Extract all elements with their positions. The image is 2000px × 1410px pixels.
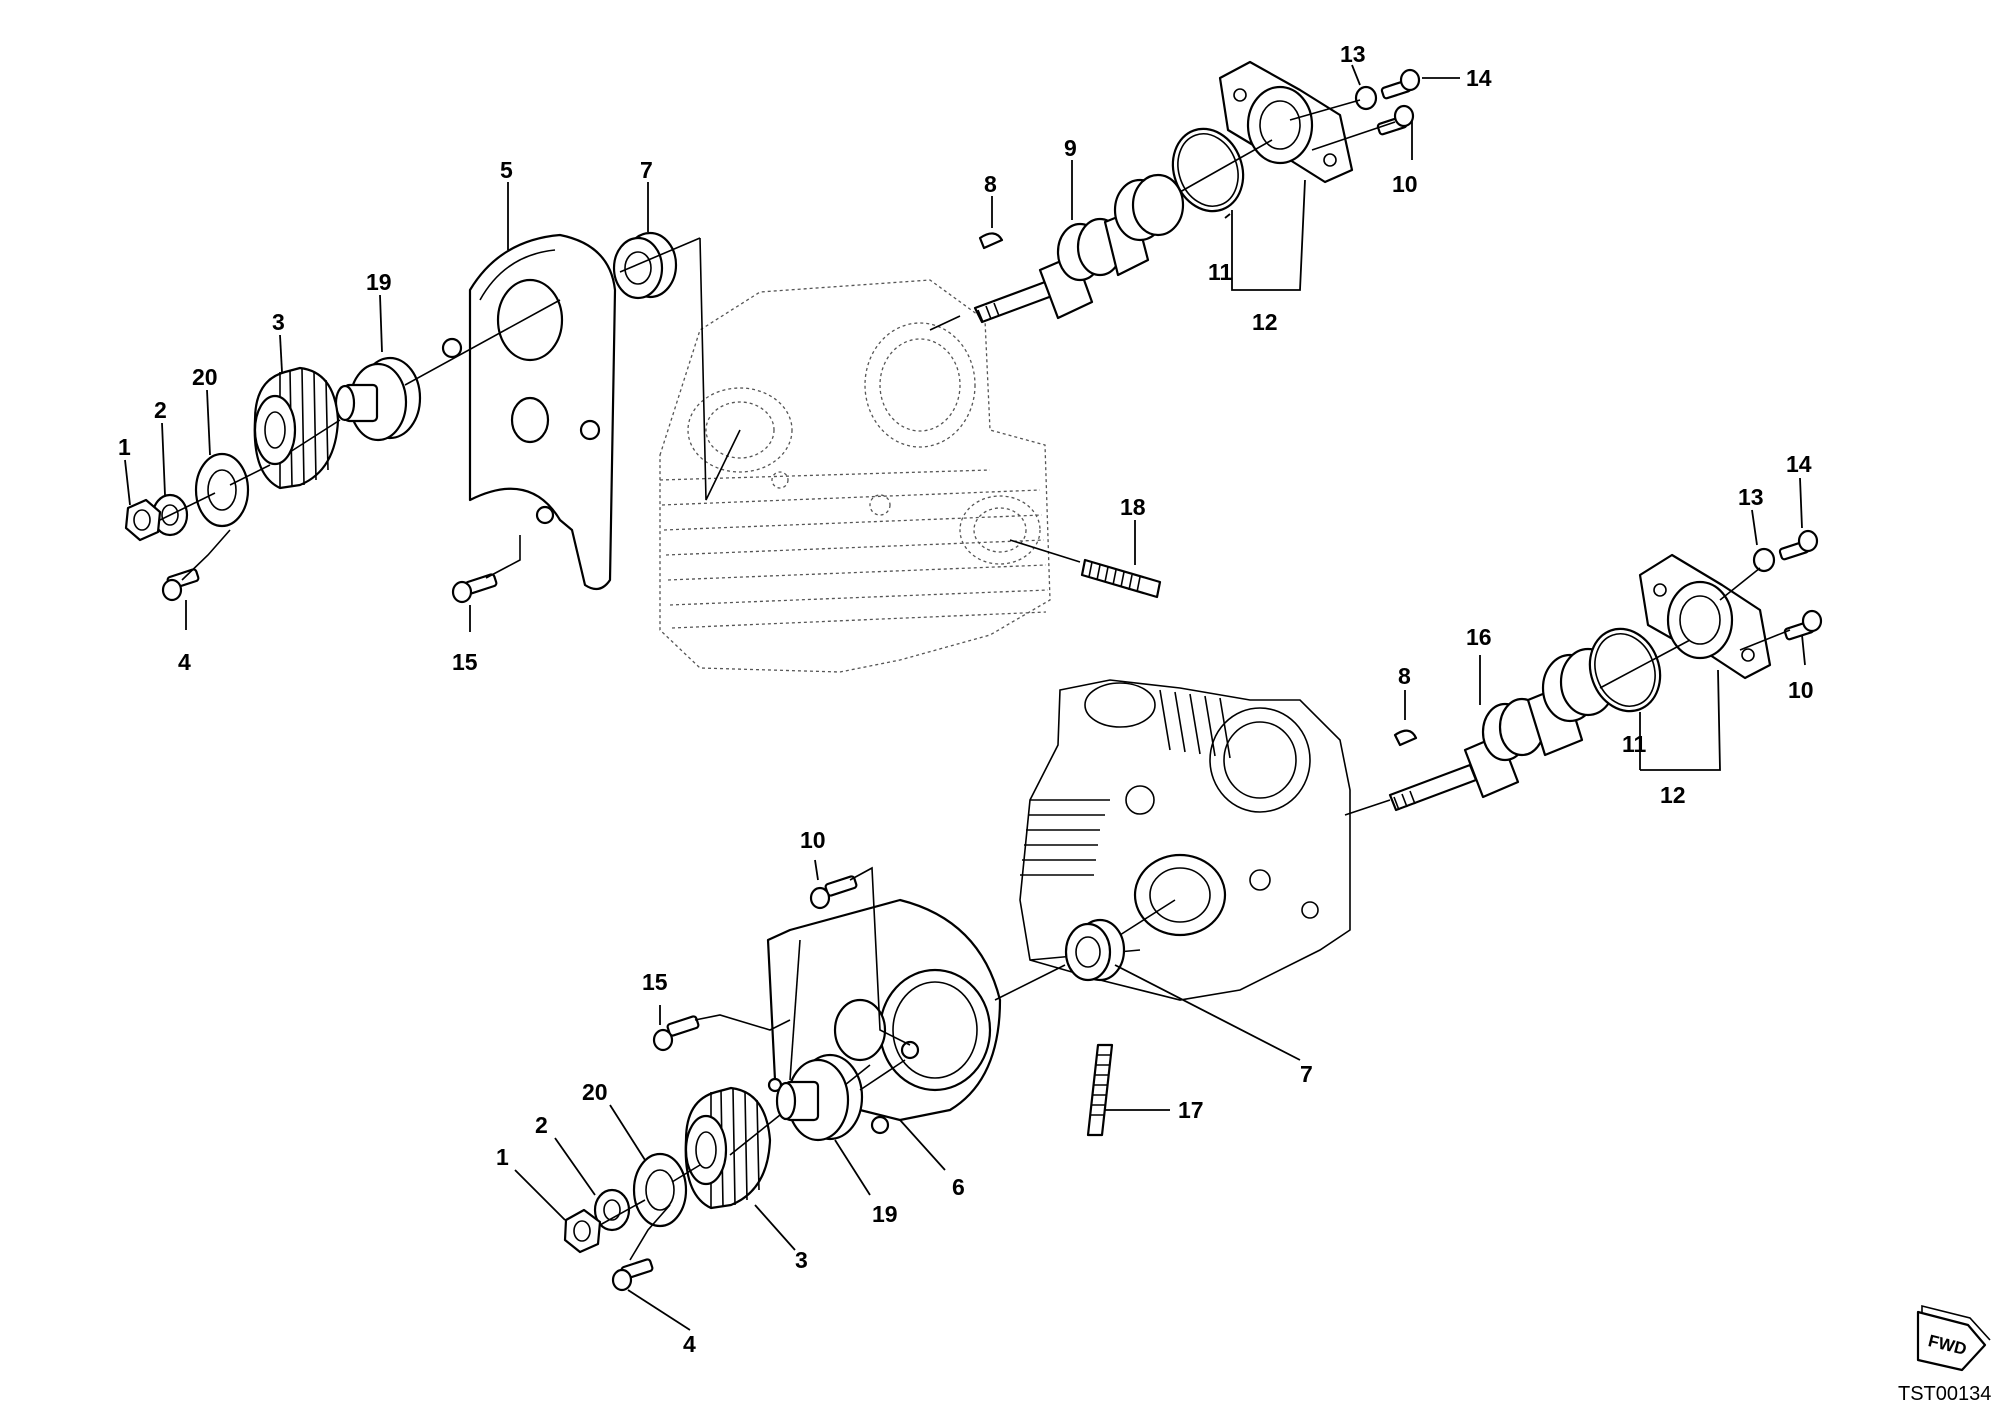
callout-upper-20: 20 bbox=[192, 364, 218, 390]
lower-nut bbox=[563, 1208, 602, 1254]
callout-lower-11: 11 bbox=[1622, 731, 1647, 757]
callout-lower-10: 10 bbox=[1788, 677, 1814, 703]
callout-upper-9: 9 bbox=[1064, 135, 1077, 161]
forward-direction-symbol: FWD bbox=[1916, 1304, 1991, 1372]
upper-camshaft bbox=[973, 173, 1185, 324]
upper-bolt-14 bbox=[1380, 68, 1421, 100]
callout-lower-1: 1 bbox=[496, 1144, 509, 1170]
upper-assembly bbox=[124, 60, 1421, 673]
lower-bolt-10 bbox=[1783, 609, 1823, 641]
callout-upper-11: 11 bbox=[1208, 259, 1233, 285]
lower-spring-washer bbox=[593, 1188, 631, 1232]
callout-lower-4: 4 bbox=[683, 1331, 696, 1357]
callout-lower-8: 8 bbox=[1398, 663, 1411, 689]
callout-lower-10-cover: 10 bbox=[800, 827, 826, 853]
callout-lower-6: 6 bbox=[952, 1174, 965, 1200]
callout-upper-10: 10 bbox=[1392, 171, 1418, 197]
callout-lower-15: 15 bbox=[642, 969, 668, 995]
callout-lower-16: 16 bbox=[1466, 624, 1492, 650]
upper-belt-cover bbox=[441, 233, 617, 591]
callout-upper-8: 8 bbox=[984, 171, 997, 197]
upper-bolt-4 bbox=[161, 568, 200, 602]
callout-upper-5: 5 bbox=[500, 157, 513, 183]
callout-upper-4: 4 bbox=[178, 649, 191, 675]
upper-washer bbox=[194, 452, 250, 528]
callout-lower-19: 19 bbox=[872, 1201, 898, 1227]
lower-cylinder-head bbox=[1019, 679, 1351, 1001]
callout-labels: 1 2 20 3 19 4 5 15 7 8 9 11 12 13 14 10 … bbox=[118, 41, 1814, 1357]
upper-washer-13 bbox=[1354, 85, 1378, 111]
callout-upper-2: 2 bbox=[154, 397, 167, 423]
lower-washer bbox=[632, 1152, 688, 1228]
upper-bolt-10 bbox=[1376, 104, 1415, 136]
upper-oil-seal bbox=[612, 231, 678, 300]
lower-stud-17 bbox=[1086, 1043, 1114, 1137]
lower-end-cover bbox=[1638, 553, 1772, 680]
callout-lower-3: 3 bbox=[795, 1247, 808, 1273]
upper-pulley-flange bbox=[334, 356, 422, 442]
lower-pulley-flange bbox=[775, 1053, 864, 1142]
lower-woodruff-key bbox=[1393, 729, 1418, 747]
callout-upper-15: 15 bbox=[452, 649, 478, 675]
callout-upper-7: 7 bbox=[640, 157, 653, 183]
callout-lower-2: 2 bbox=[535, 1112, 548, 1138]
lower-camshaft bbox=[1388, 647, 1617, 812]
lower-oil-seal bbox=[1064, 918, 1126, 982]
lower-bolt-15 bbox=[652, 1015, 700, 1052]
lower-bolt-4 bbox=[611, 1258, 654, 1292]
upper-stud-18 bbox=[1080, 558, 1162, 599]
callout-lower-13: 13 bbox=[1738, 484, 1764, 510]
callout-upper-18: 18 bbox=[1120, 494, 1146, 520]
upper-toothed-pulley bbox=[253, 366, 340, 490]
callout-upper-12: 12 bbox=[1252, 309, 1278, 335]
drawing-code: TST00134 bbox=[1898, 1383, 1991, 1405]
lower-assembly bbox=[563, 529, 1823, 1292]
upper-nut bbox=[124, 498, 162, 542]
lower-toothed-pulley bbox=[684, 1086, 772, 1210]
callout-lower-17: 17 bbox=[1178, 1097, 1204, 1123]
callout-upper-1: 1 bbox=[118, 434, 131, 460]
callout-upper-14: 14 bbox=[1466, 65, 1492, 91]
callout-lower-20: 20 bbox=[582, 1079, 608, 1105]
upper-bolt-15 bbox=[451, 573, 498, 604]
leader-lines bbox=[124, 64, 1806, 1331]
lower-bolt-10-cover bbox=[809, 875, 858, 910]
upper-cylinder-head bbox=[659, 279, 1051, 673]
callout-lower-7: 7 bbox=[1300, 1061, 1313, 1087]
callout-upper-13: 13 bbox=[1340, 41, 1366, 67]
callout-upper-19: 19 bbox=[366, 269, 392, 295]
callout-lower-14: 14 bbox=[1786, 451, 1812, 477]
upper-woodruff-key bbox=[978, 232, 1004, 250]
lower-washer-13 bbox=[1752, 547, 1776, 573]
callout-lower-12: 12 bbox=[1660, 782, 1686, 808]
callout-upper-3: 3 bbox=[272, 309, 285, 335]
lower-bolt-14 bbox=[1778, 529, 1819, 561]
